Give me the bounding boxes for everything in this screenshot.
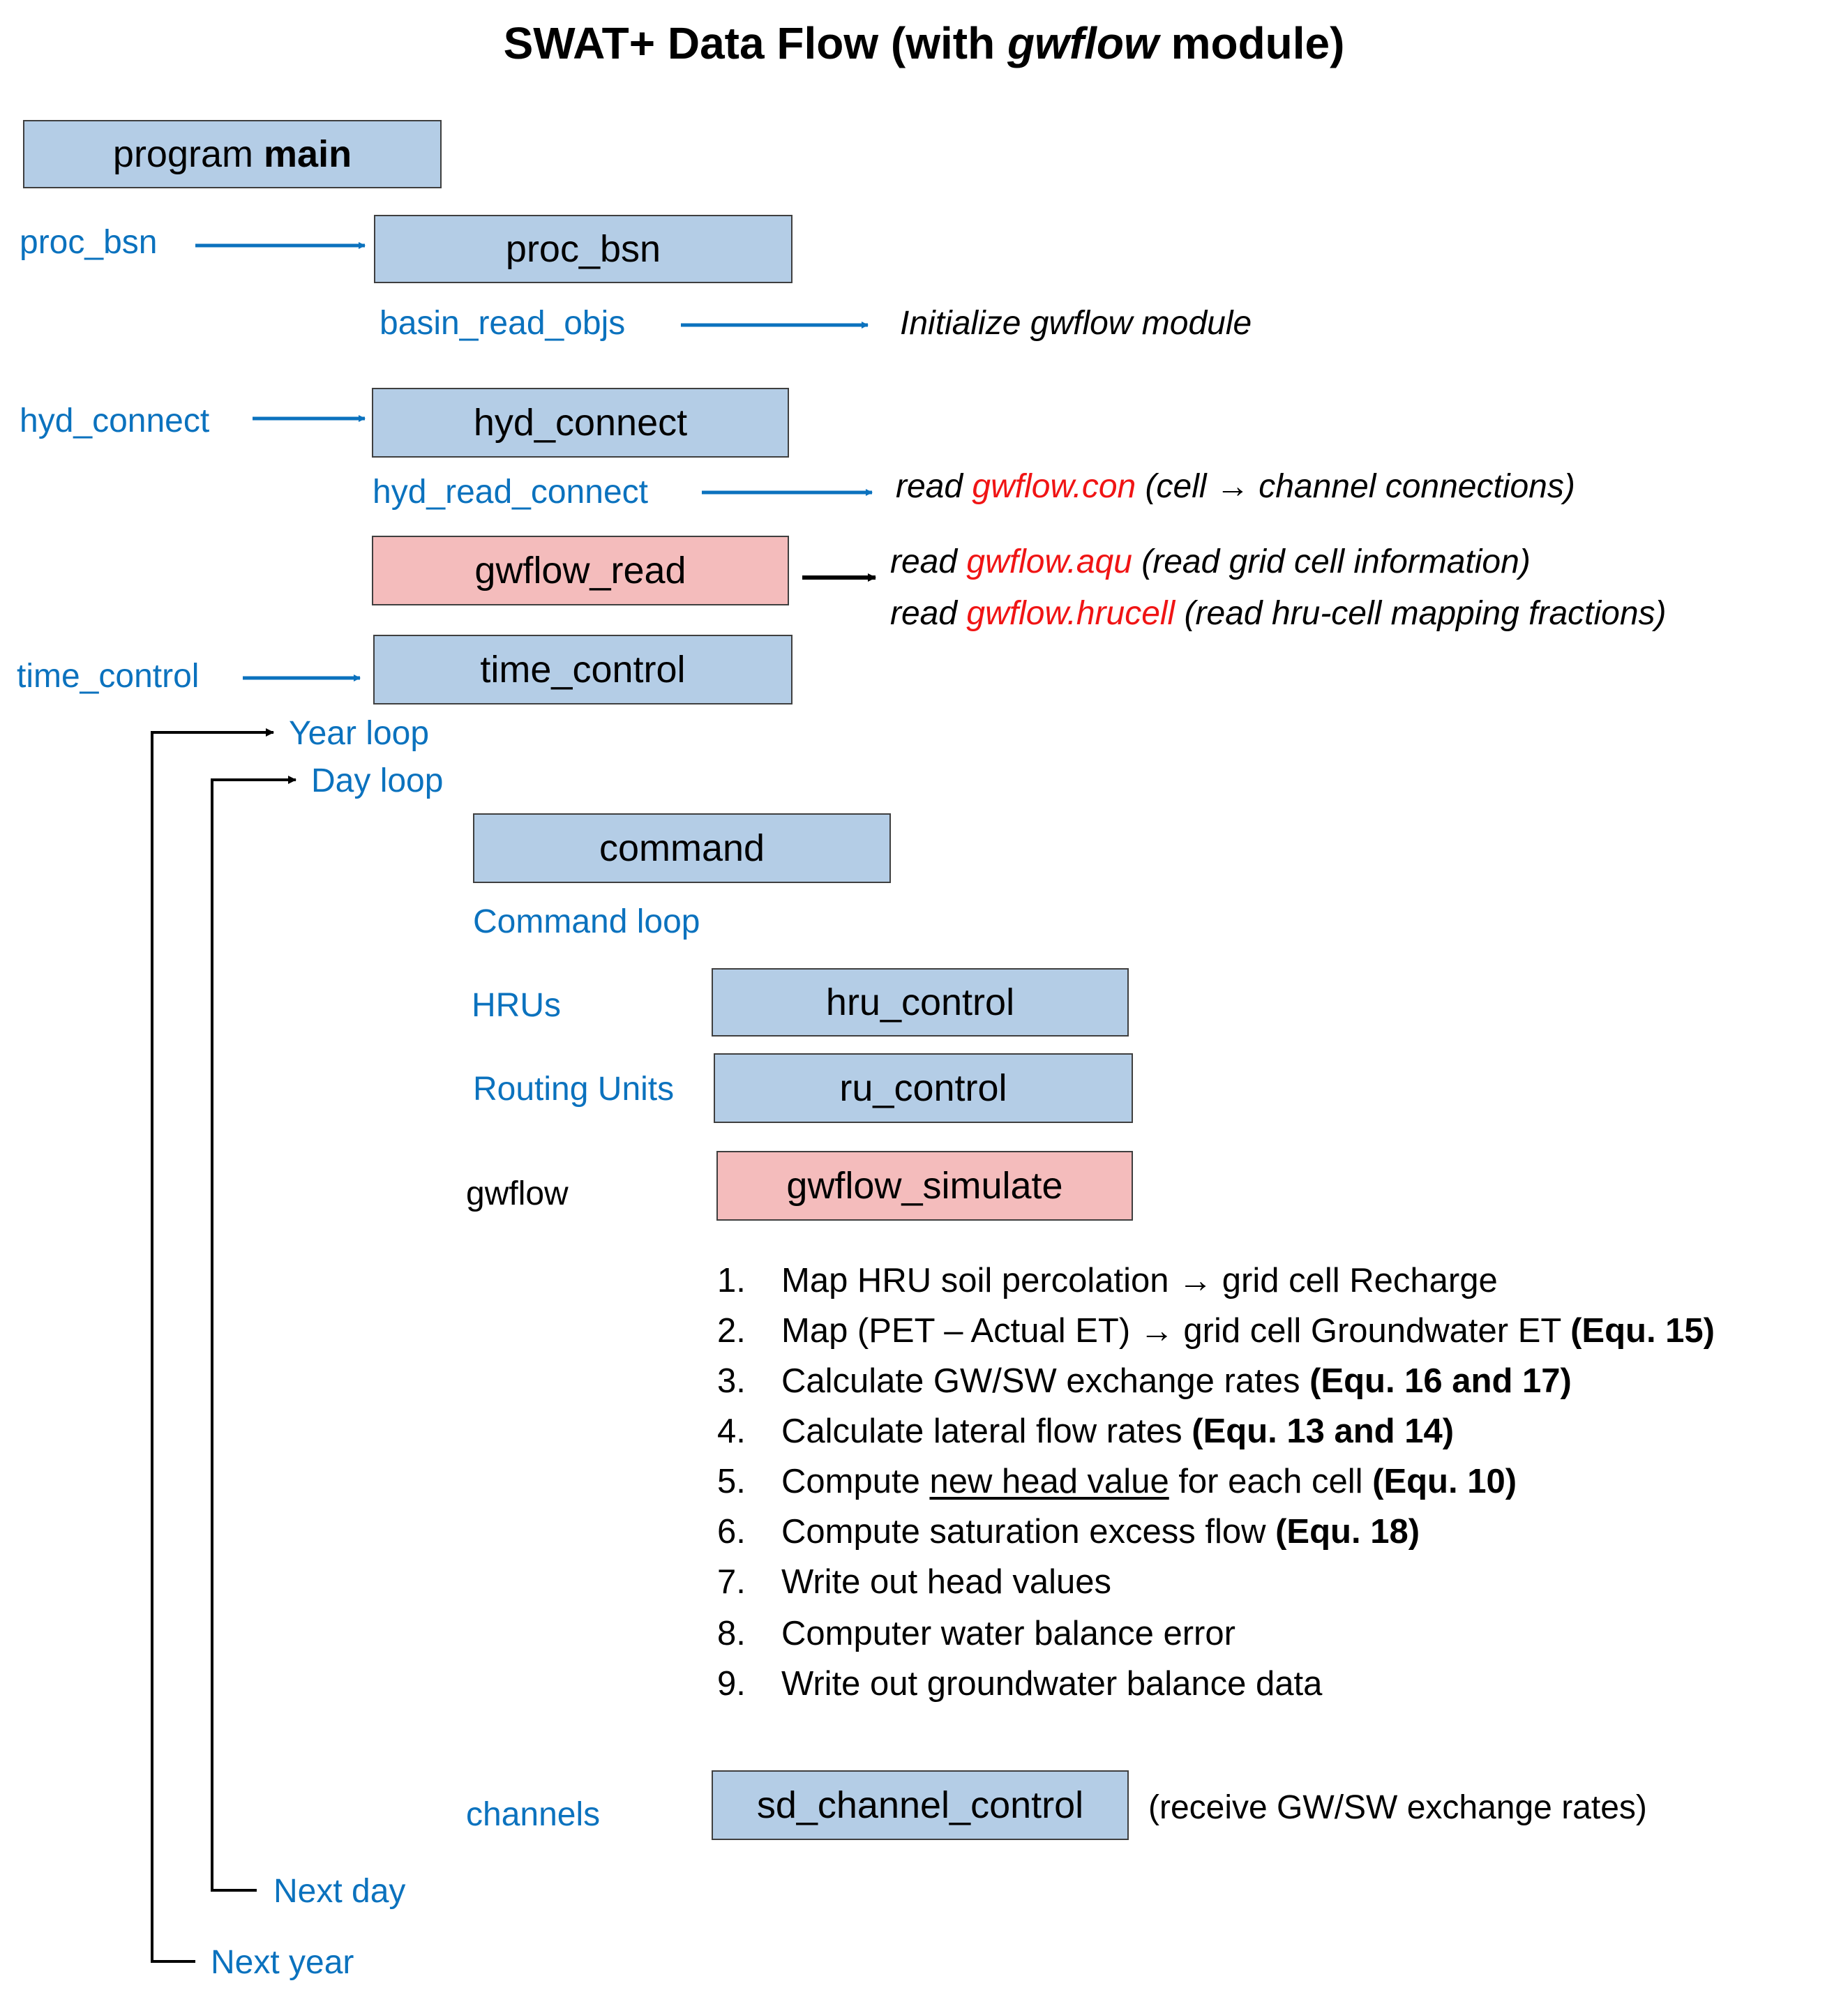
label-day-loop: Day loop: [311, 762, 444, 799]
note-read-gwflow-hrucell: read gwflow.hrucell (read hru-cell mappi…: [890, 595, 1667, 632]
label-hyd-read-connect: hyd_read_connect: [373, 474, 648, 511]
page-title: SWAT+ Data Flow (with gwflow module): [503, 18, 1345, 68]
label-proc-bsn: proc_bsn: [20, 224, 158, 261]
box-gwflow-read: gwflow_read: [372, 536, 789, 605]
box-command: command: [473, 813, 891, 883]
label-routing-units: Routing Units: [473, 1071, 675, 1108]
day-loop-bracket: [211, 776, 296, 1892]
label-hyd-connect: hyd_connect: [20, 402, 210, 439]
note-receive-exchange-rates: (receive GW/SW exchange rates): [1148, 1789, 1647, 1826]
label-channels: channels: [466, 1796, 601, 1833]
box-sd-channel-control: sd_channel_control: [712, 1770, 1129, 1840]
note-read-gwflow-aqu: read gwflow.aqu (read grid cell informat…: [890, 543, 1531, 580]
year-loop-bracket: [151, 728, 274, 1963]
label-time-control: time_control: [17, 658, 200, 695]
box-gwflow-simulate: gwflow_simulate: [716, 1151, 1133, 1221]
box-proc-bsn: proc_bsn: [374, 215, 792, 283]
label-hrus: HRUs: [472, 987, 561, 1024]
label-next-year: Next year: [211, 1944, 354, 1981]
note-initialize-gwflow: Initialize gwflow module: [900, 305, 1252, 342]
box-time-control: time_control: [373, 635, 792, 704]
label-next-day: Next day: [273, 1873, 406, 1910]
box-hru-control: hru_control: [712, 968, 1129, 1037]
label-basin-read-objs: basin_read_objs: [380, 305, 626, 342]
box-program-main: program main: [23, 120, 442, 188]
label-year-loop: Year loop: [289, 715, 430, 752]
label-gwflow: gwflow: [466, 1175, 569, 1212]
note-read-gwflow-con: read gwflow.con (cell → channel connecti…: [896, 468, 1575, 505]
box-hyd-connect: hyd_connect: [372, 388, 789, 458]
box-ru-control: ru_control: [714, 1053, 1133, 1123]
label-command-loop: Command loop: [473, 903, 700, 940]
